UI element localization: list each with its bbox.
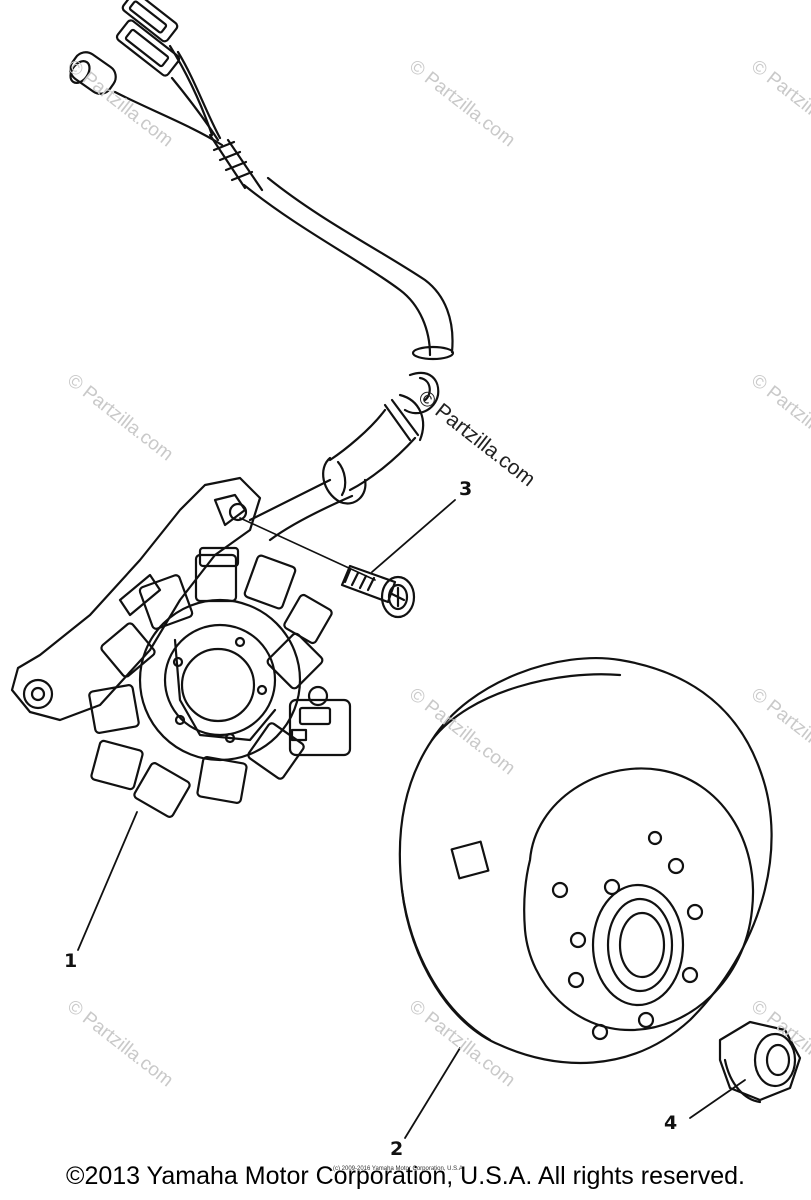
- callout-4: 4: [664, 1112, 678, 1134]
- callout-2: 2: [390, 1138, 404, 1160]
- leader-lines: [77, 499, 746, 1139]
- wire-harness: [69, 0, 455, 542]
- callout-3: 3: [459, 478, 473, 500]
- bolt: [239, 517, 416, 619]
- callout-1: 1: [64, 950, 78, 972]
- copyright-notice: ©2013 Yamaha Motor Corporation, U.S.A. A…: [66, 1162, 745, 1190]
- stator-assembly: [10, 476, 352, 818]
- tiny-copyright-note: (c) 2009-2016 Yamaha Motor Corporation, …: [333, 1166, 465, 1172]
- flange-nut: [718, 1020, 802, 1104]
- flywheel-rotor: [398, 657, 773, 1064]
